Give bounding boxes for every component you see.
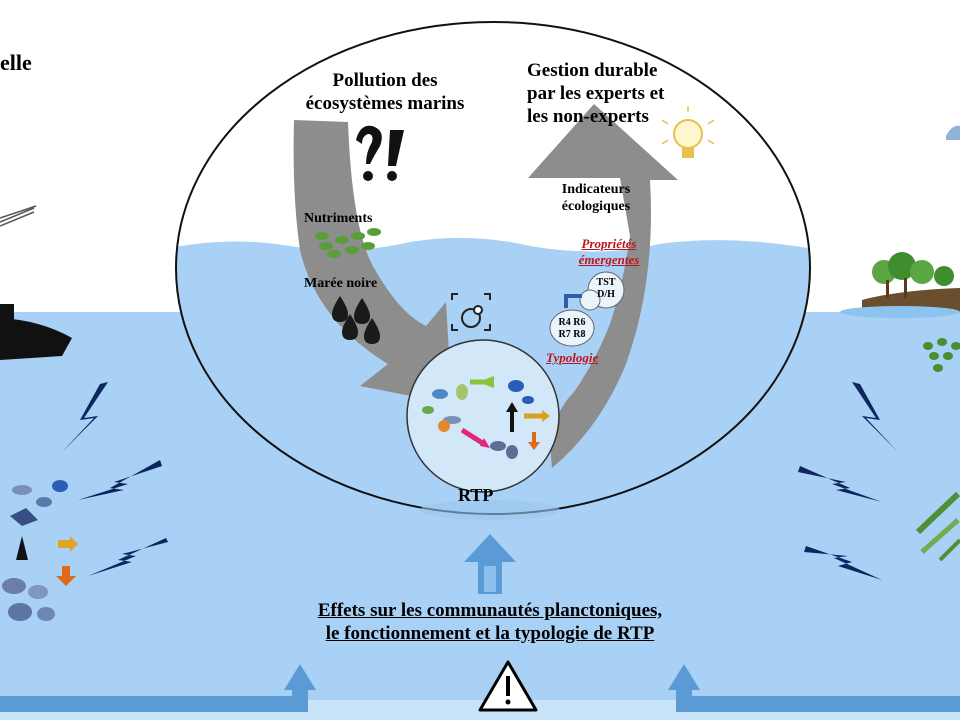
rtp-shadow (420, 500, 560, 520)
gestion-title-line2: par les experts et (527, 82, 665, 104)
pollution-title-line2: écosystèmes marins (305, 92, 465, 114)
r4r6-line: R4 R6 (558, 317, 586, 328)
ship-icon (0, 304, 72, 360)
pollution-title-line1: Pollution des (332, 70, 438, 91)
plankton-icon (2, 480, 78, 621)
nutriments-label: Nutriments (304, 211, 373, 226)
lightning-icon (62, 382, 168, 576)
fishing-net-icon (0, 205, 37, 227)
rtp-label: RTP (458, 485, 494, 505)
indicateurs-line2: écologiques (561, 198, 631, 214)
flow-arrow-right (676, 684, 960, 712)
effets-caption: Effets sur les communautés planctoniques… (230, 600, 750, 646)
effets-line2: le fonctionnement et la typologie de RTP (325, 622, 655, 644)
management-arrow (528, 104, 678, 468)
gestion-title-line1: Gestion durable (527, 60, 658, 81)
maree-noire-label: Marée noire (304, 276, 378, 291)
gestion-title: Gestion durable par les experts et les n… (527, 60, 664, 128)
corner-text-left: elle (0, 50, 32, 75)
center-up-arrow (464, 534, 516, 594)
tree-icon (872, 252, 954, 298)
tst-label: TST D/H (590, 277, 622, 301)
tst-line: TST (596, 277, 616, 288)
nutrient-dots-icon (923, 338, 960, 372)
dh-line: D/H (597, 289, 615, 300)
r7r8-line: R7 R8 (558, 329, 586, 340)
r-label: R4 R6 R7 R8 (552, 317, 592, 341)
proprietes-label: Propriétés émergentes (566, 236, 652, 267)
lightbulb-icon (661, 106, 715, 158)
warning-triangle-icon (478, 660, 538, 712)
effets-line1: Effets sur les communautés planctoniques… (317, 600, 663, 621)
typologie-label: Typologie (546, 350, 599, 365)
tst-link-arrow (564, 294, 582, 308)
proprietes-line1: Propriétés (581, 236, 637, 251)
flow-arrowhead-right (668, 664, 700, 690)
cloud-icon (946, 125, 960, 140)
lightning-icon (798, 382, 898, 580)
indicateurs-line1: Indicateurs (561, 182, 631, 197)
pollution-arrow (293, 120, 452, 404)
proprietes-line2: émergentes (578, 251, 640, 267)
gestion-title-line3: les non-experts (527, 105, 649, 127)
shore-icon (840, 288, 960, 318)
diatom-icon (915, 491, 960, 562)
nutrient-dots-icon (315, 228, 381, 258)
pollution-title: Pollution des écosystèmes marins (300, 70, 470, 116)
oil-drop-icon (332, 296, 380, 344)
flow-arrow-left (0, 684, 308, 712)
flow-arrowhead-left (284, 664, 316, 690)
question-exclamation-icon (356, 125, 404, 181)
indicateurs-label: Indicateurs écologiques (548, 182, 644, 216)
r-cloud (549, 309, 595, 347)
rtp-circle (406, 339, 560, 493)
tst-cloud (579, 271, 625, 311)
